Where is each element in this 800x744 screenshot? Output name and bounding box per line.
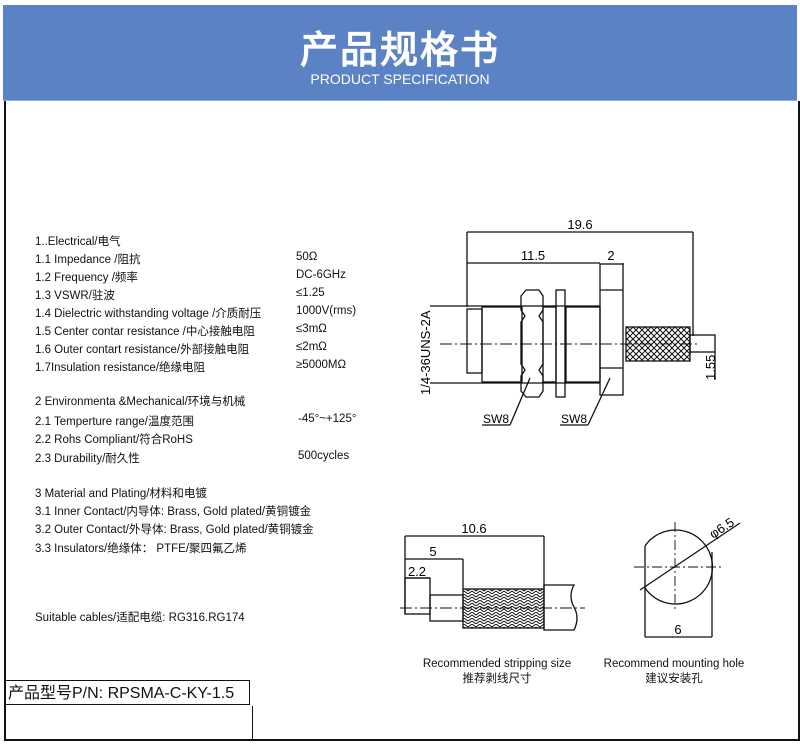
- part-number-box: [4, 706, 253, 740]
- stripping-caption-cn: 推荐剥线尺寸: [462, 673, 532, 685]
- stripping-drawing: [400, 535, 585, 631]
- spec-value: -45°~+125°: [298, 413, 357, 425]
- part-number: 产品型号P/N: RPSMA-C-KY-1.5: [4, 680, 250, 705]
- spec-label: 1.6 Outer contart resistance/外部接触电阻: [35, 344, 250, 356]
- section-heading: 1..Electrical/电气: [35, 236, 121, 248]
- spec-label: 1.4 Dielectric withstanding voltage /介质耐…: [35, 308, 262, 320]
- dim-nut-label: 2: [607, 248, 614, 263]
- stripping-caption-en: Recommended stripping size: [422, 658, 572, 670]
- hole-diameter-label: φ6.5: [706, 514, 736, 541]
- pin: [689, 334, 716, 353]
- section-heading: 3 Material and Plating/材料和电镀: [35, 488, 207, 500]
- spec-label: 1.2 Frequency /频率: [35, 272, 138, 284]
- strip-dim-pin: 2.2: [408, 564, 426, 579]
- spec-value: 500cycles: [298, 450, 350, 462]
- thread-label: 1/4-36UNS-2A: [418, 310, 433, 395]
- connector-front: [466, 308, 483, 374]
- spec-label: 2.3 Durability/耐久性: [35, 453, 140, 465]
- spec-label: 1.1 Impedance /阻抗: [35, 254, 141, 266]
- spec-label: 3.2 Outer Contact/外导体: Brass, Gold plate…: [35, 524, 314, 536]
- dim-total-label: 19.6: [567, 217, 592, 232]
- hex-nut: [520, 289, 544, 398]
- section-heading: 2 Environmenta &Mechanical/环境与机械: [35, 396, 246, 408]
- strip-dim-dielectric: 5: [429, 544, 436, 559]
- spec-label: 3.3 Insulators/绝缘体： PTFE/聚四氟乙烯: [35, 543, 247, 555]
- spec-value: DC-6GHz: [296, 269, 346, 281]
- spec-value: ≤1.25: [296, 287, 325, 299]
- spec-value: ≤2mΩ: [296, 341, 327, 353]
- mounting-caption-cn: 建议安装孔: [645, 673, 703, 685]
- strip-dim-total: 10.6: [461, 521, 486, 536]
- mounting-hole-drawing: [634, 522, 741, 638]
- hole-flat-label: 6: [674, 622, 681, 637]
- mounting-caption-en: Recommend mounting hole: [603, 658, 745, 670]
- spec-value: ≤3mΩ: [296, 323, 327, 335]
- sw-label: SW8: [561, 412, 587, 426]
- spec-value: 1000V(rms): [296, 305, 357, 317]
- spec-value: ≥5000MΩ: [296, 359, 347, 371]
- panel-nut: [599, 263, 624, 396]
- spec-value: 50Ω: [296, 251, 318, 263]
- page-subtitle: PRODUCT SPECIFICATION: [310, 71, 490, 87]
- pin-dim-label: 1.55: [703, 355, 718, 380]
- spec-label: 2.2 Rohs Compliant/符合RoHS: [35, 434, 193, 446]
- suitable-cables: Suitable cables/适配电缆: RG316.RG174: [35, 612, 245, 624]
- spec-label: 1.5 Center contar resistance /中心接触电阻: [35, 326, 255, 338]
- spec-label: 1.3 VSWR/驻波: [35, 290, 115, 302]
- mounting-caption: Recommend mounting hole 建议安装孔: [574, 658, 774, 686]
- page-title: 产品规格书: [299, 28, 500, 72]
- stripping-caption: Recommended stripping size 推荐剥线尺寸: [397, 658, 597, 686]
- spec-frame: [4, 101, 800, 741]
- spec-label: 3.1 Inner Contact/内导体: Brass, Gold plate…: [35, 506, 312, 518]
- spec-label: 2.1 Temperture range/温度范围: [35, 416, 194, 428]
- lock-washer: [555, 289, 566, 398]
- sw-label: SW8: [483, 412, 509, 426]
- header-banner: 产品规格书 PRODUCT SPECIFICATION: [3, 5, 797, 101]
- spec-label: 1.7Insulation resistance/绝缘电阻: [35, 362, 206, 374]
- dim-body-label: 11.5: [521, 248, 545, 263]
